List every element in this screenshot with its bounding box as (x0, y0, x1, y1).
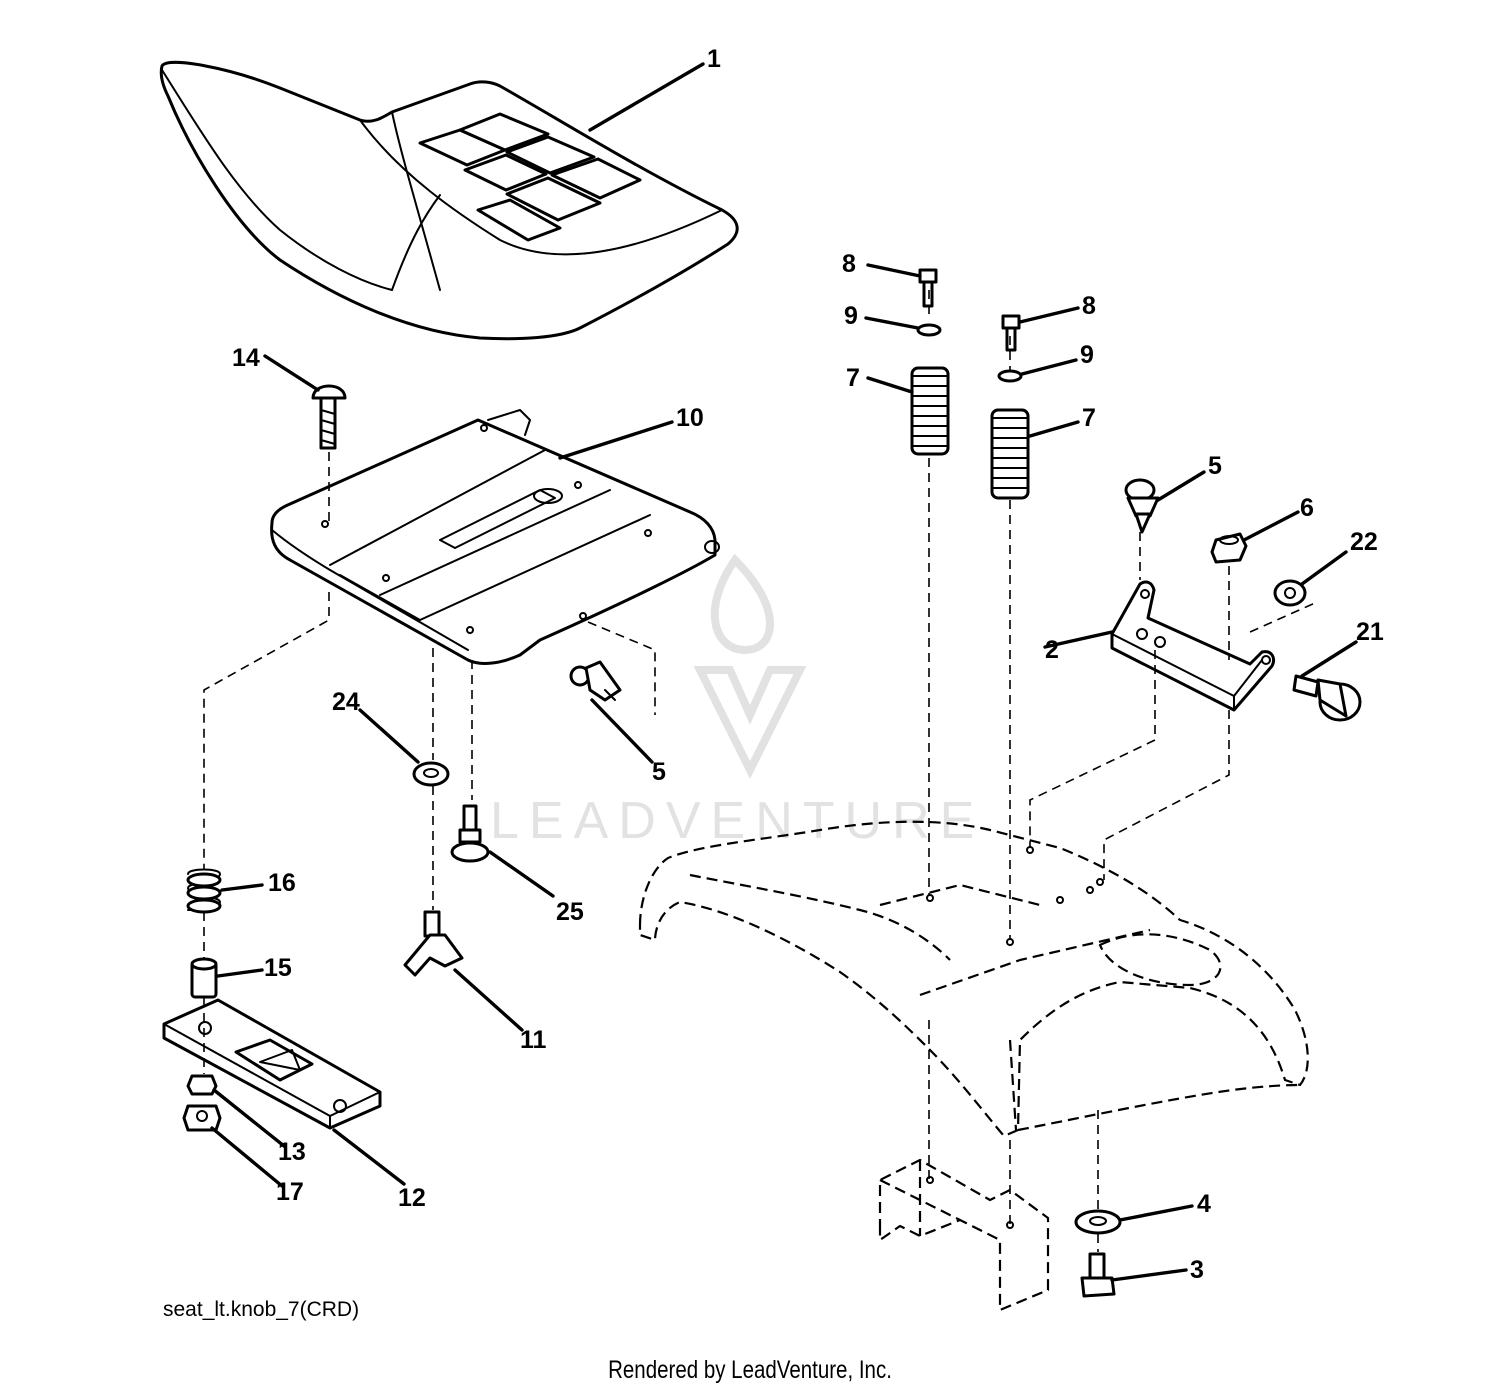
callout-21: 21 (1356, 618, 1384, 646)
fender-reference (638, 820, 1309, 1138)
callout-24: 24 (332, 688, 360, 716)
callout-9-left: 9 (844, 302, 858, 330)
callout-1: 1 (707, 45, 721, 73)
callout-12: 12 (398, 1184, 426, 1212)
callout-15: 15 (264, 954, 292, 982)
figure-code: seat_lt.knob_7(CRD) (163, 1298, 360, 1321)
alignment-lines (203, 290, 1316, 1252)
hex-screw-bottom (1080, 1252, 1116, 1298)
callout-17: 17 (276, 1178, 304, 1206)
callout-5-left: 5 (652, 758, 666, 786)
render-credit: Rendered by LeadVenture, Inc. (608, 1356, 892, 1384)
watermark-text: LEADVENTURE (490, 792, 984, 850)
shoulder-screw (1292, 674, 1362, 722)
hex-nut-bracket (1210, 532, 1248, 564)
callout-10: 10 (676, 404, 704, 432)
callout-5-right: 5 (1208, 452, 1222, 480)
flange-nut (1273, 579, 1307, 607)
leadventure-watermark-logo: LEADVENTURE (490, 553, 984, 850)
callout-2: 2 (1045, 636, 1059, 664)
hex-nut (182, 1104, 222, 1132)
callout-25: 25 (556, 898, 584, 926)
seat-cushion (159, 60, 739, 341)
callout-16: 16 (268, 869, 296, 897)
washer-bottom (1074, 1209, 1122, 1235)
callout-22: 22 (1350, 528, 1378, 556)
washer-right (997, 369, 1023, 383)
lock-nut (186, 1074, 218, 1096)
pivot-spring (186, 868, 222, 914)
spacer-bushing (190, 957, 218, 999)
callout-13: 13 (278, 1138, 306, 1166)
hex-bolt-left (918, 268, 938, 308)
callout-14: 14 (232, 344, 260, 372)
callout-7-left: 7 (846, 364, 860, 392)
hex-bolt-right (1001, 314, 1021, 352)
callout-6: 6 (1300, 494, 1314, 522)
flat-washer (412, 761, 450, 787)
seat-switch-clip-left (569, 660, 622, 702)
washer-left (916, 323, 942, 337)
seat-adjustment-plate (162, 998, 382, 1130)
compression-spring-left (910, 366, 950, 456)
callout-4: 4 (1197, 1190, 1211, 1218)
callout-11: 11 (520, 1026, 547, 1054)
shoulder-bolt (450, 804, 490, 863)
callout-labels: 1 2 3 4 5 5 6 7 7 8 8 9 9 10 11 12 13 14… (232, 45, 1384, 1284)
seat-pivot-bracket (1110, 580, 1276, 712)
lower-frame-bracket-reference (878, 1158, 1050, 1312)
callout-9-right: 9 (1080, 341, 1094, 369)
callout-8-left: 8 (842, 250, 856, 278)
seat-adjustment-knob (403, 910, 464, 977)
callout-8-right: 8 (1082, 292, 1096, 320)
compression-spring-right (990, 408, 1030, 500)
callout-3: 3 (1190, 1256, 1204, 1284)
seat-pan (270, 409, 720, 665)
carriage-bolt (311, 384, 347, 450)
leader-lines (210, 62, 1358, 1282)
callout-7-right: 7 (1082, 404, 1096, 432)
spring-clip-right (1124, 478, 1160, 534)
